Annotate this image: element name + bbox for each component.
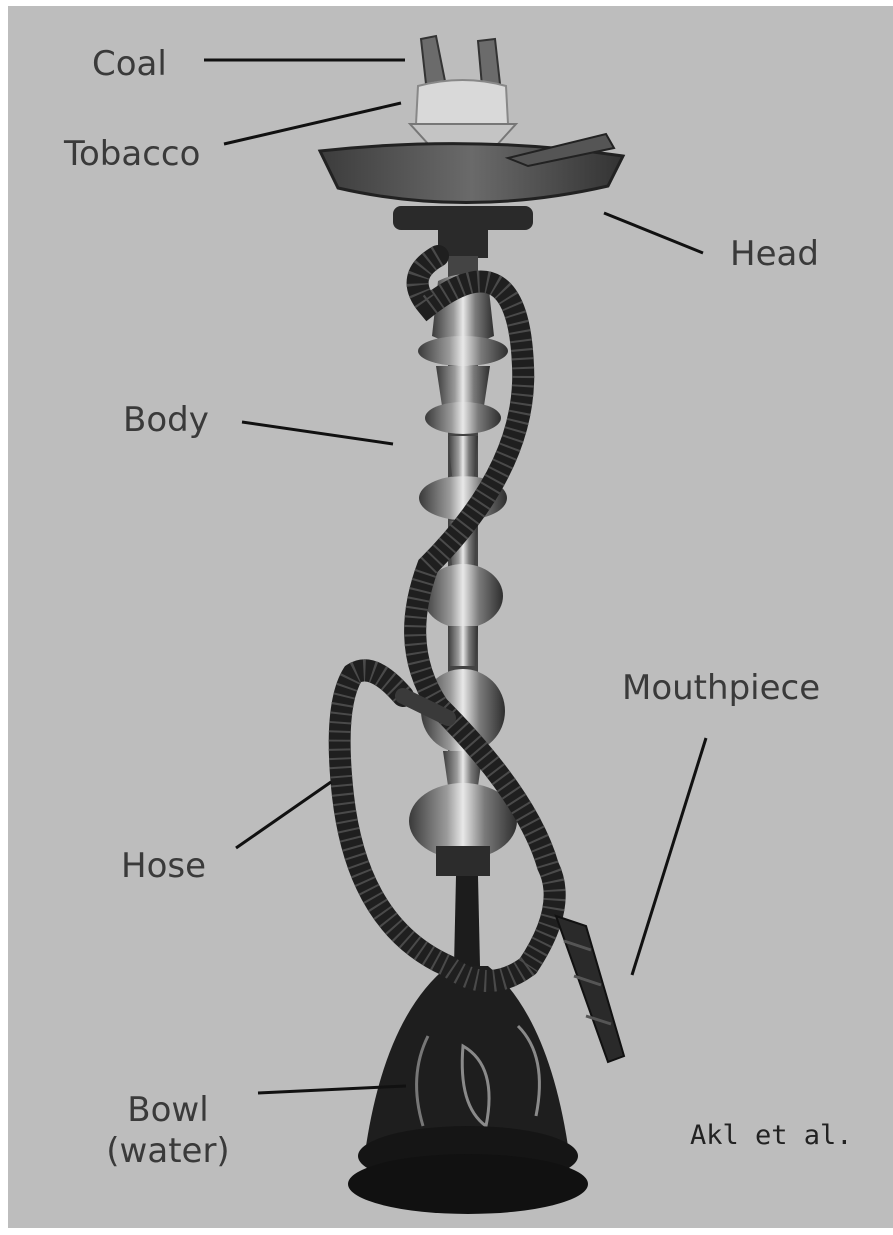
head-label: Head: [730, 234, 819, 275]
tobacco-leader-line: [224, 103, 401, 144]
citation-text: Akl et al.: [690, 1120, 853, 1151]
hookah-illustration: [8, 6, 893, 1228]
head-leader-line: [604, 213, 703, 253]
body-label: Body: [123, 400, 209, 441]
mouthpiece-shape: [556, 916, 624, 1062]
bowl-label-line1: Bowl: [94, 1090, 242, 1131]
bowl-label: Bowl (water): [94, 1090, 242, 1172]
figure-panel: Coal Tobacco Head Body Mouthpiece Hose B…: [8, 6, 893, 1228]
mouthpiece-leader-line: [632, 738, 706, 975]
head-tray-shape: [320, 134, 623, 258]
hose-leader-line: [236, 782, 331, 848]
coal-label: Coal: [92, 44, 167, 85]
tobacco-label: Tobacco: [64, 134, 200, 175]
hose-label: Hose: [121, 846, 206, 887]
coal-shape: [421, 36, 500, 86]
body-leader-line: [242, 422, 393, 444]
mouthpiece-label: Mouthpiece: [622, 668, 820, 709]
bowl-label-line2: (water): [94, 1131, 242, 1172]
